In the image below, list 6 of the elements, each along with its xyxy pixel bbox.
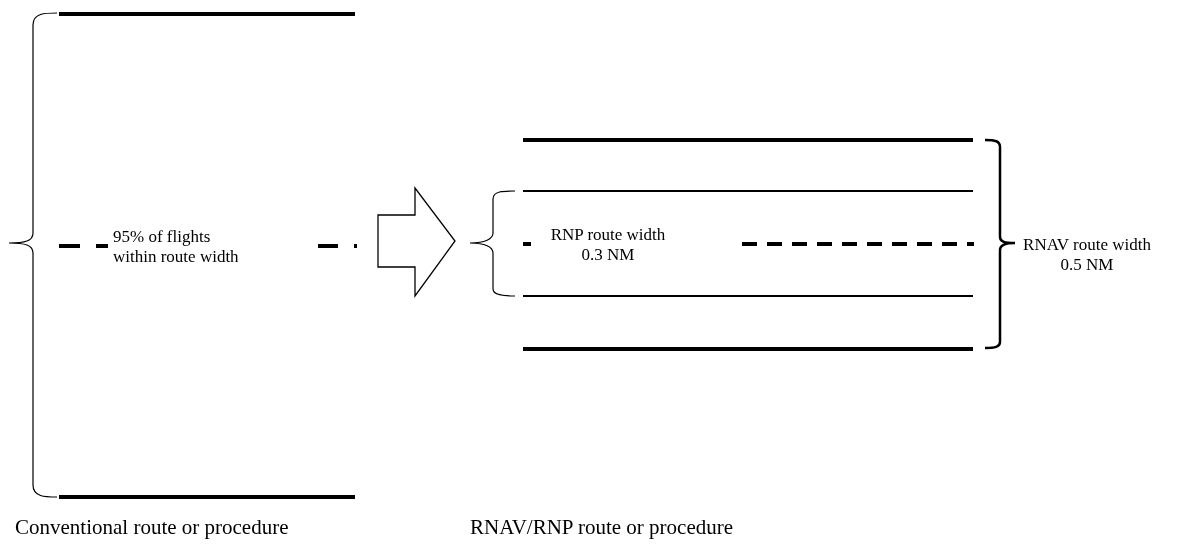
block-arrow: [377, 186, 456, 298]
caption: RNAV/RNP route or procedure: [470, 515, 734, 540]
route-width-label: RNP route width 0.3 NM: [549, 225, 667, 265]
caption: Conventional route or procedure: [15, 515, 289, 540]
route-width-label: RNAV route width 0.5 NM: [1022, 235, 1152, 275]
route-width-label: 95% of flights within route width: [113, 227, 240, 267]
